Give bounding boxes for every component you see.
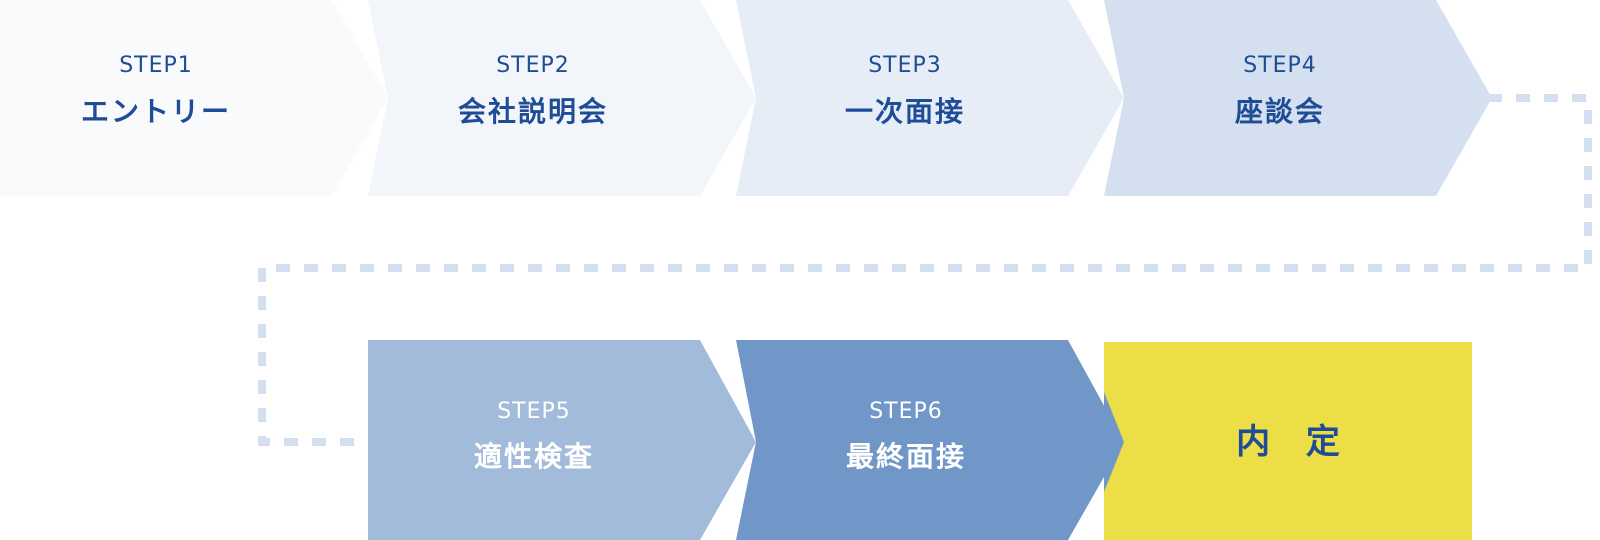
step-3-box: STEP3 一次面接 xyxy=(736,0,1124,196)
final-offer-title: 内 定 xyxy=(1236,422,1352,462)
step-4-box: STEP4 座談会 xyxy=(1104,0,1492,196)
step-5-box: STEP5 適性検査 xyxy=(368,340,756,540)
flow-connector xyxy=(258,94,1592,446)
step-6-label: STEP6 xyxy=(869,399,943,424)
step-3-arrow xyxy=(736,0,1124,196)
step-5-title: 適性検査 xyxy=(474,440,594,473)
step-2-title: 会社説明会 xyxy=(458,95,608,128)
step-6-title: 最終面接 xyxy=(846,440,966,473)
final-offer-arrow-tip xyxy=(1104,392,1124,492)
step-6-arrow xyxy=(736,340,1124,540)
step-3-title: 一次面接 xyxy=(845,95,965,128)
final-offer-rect xyxy=(1104,342,1472,540)
step-1-title: エントリー xyxy=(81,95,231,128)
step-4-arrow xyxy=(1104,0,1492,196)
step-1-label: STEP1 xyxy=(119,53,193,78)
step-5-label: STEP5 xyxy=(497,399,571,424)
final-offer-box: 内 定 xyxy=(1104,342,1472,540)
step-1-arrow xyxy=(0,0,388,196)
step-2-arrow xyxy=(368,0,756,196)
step-2-label: STEP2 xyxy=(496,53,570,78)
step-2-box: STEP2 会社説明会 xyxy=(368,0,756,196)
step-4-title: 座談会 xyxy=(1235,95,1325,128)
step-1-box: STEP1 エントリー xyxy=(0,0,388,196)
step-6-box: STEP6 最終面接 xyxy=(736,340,1124,540)
step-4-label: STEP4 xyxy=(1243,53,1317,78)
step-5-arrow xyxy=(368,340,756,540)
step-3-label: STEP3 xyxy=(868,53,942,78)
